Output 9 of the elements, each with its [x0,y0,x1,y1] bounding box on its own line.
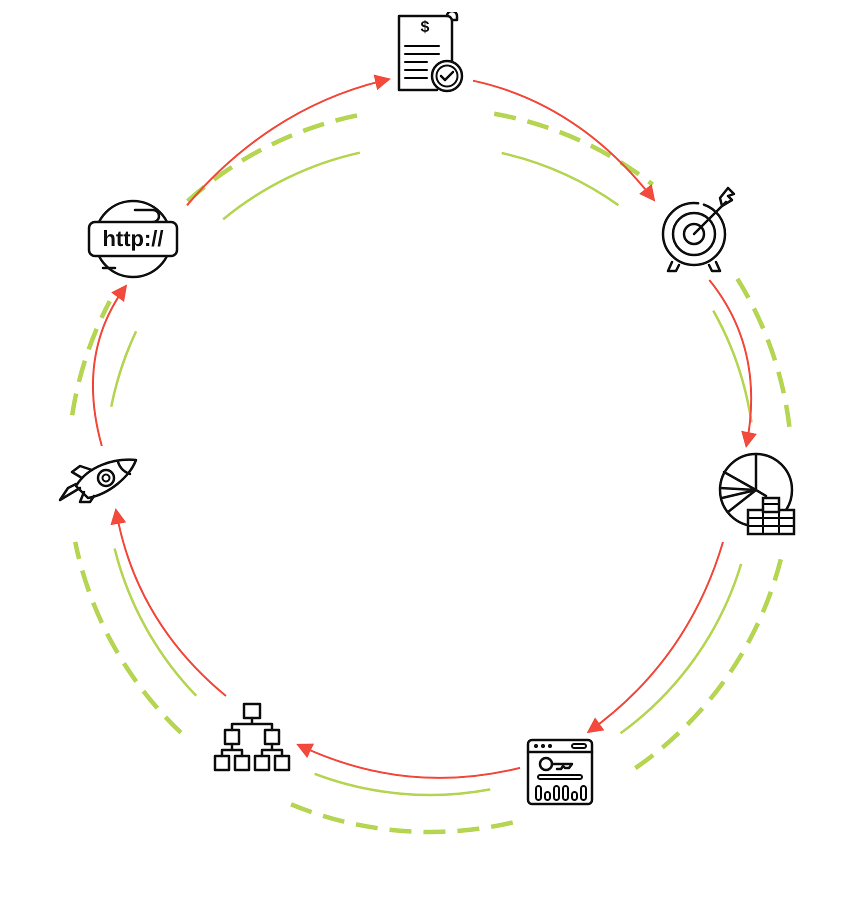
arrow [472,80,656,202]
dollar-sign: $ [420,18,430,38]
arrow [586,542,724,734]
url-text: http:// [101,225,165,253]
arrow [296,743,520,779]
arrow [708,279,757,448]
arrow [110,508,227,697]
arrow [186,74,391,206]
arrow [92,284,128,446]
